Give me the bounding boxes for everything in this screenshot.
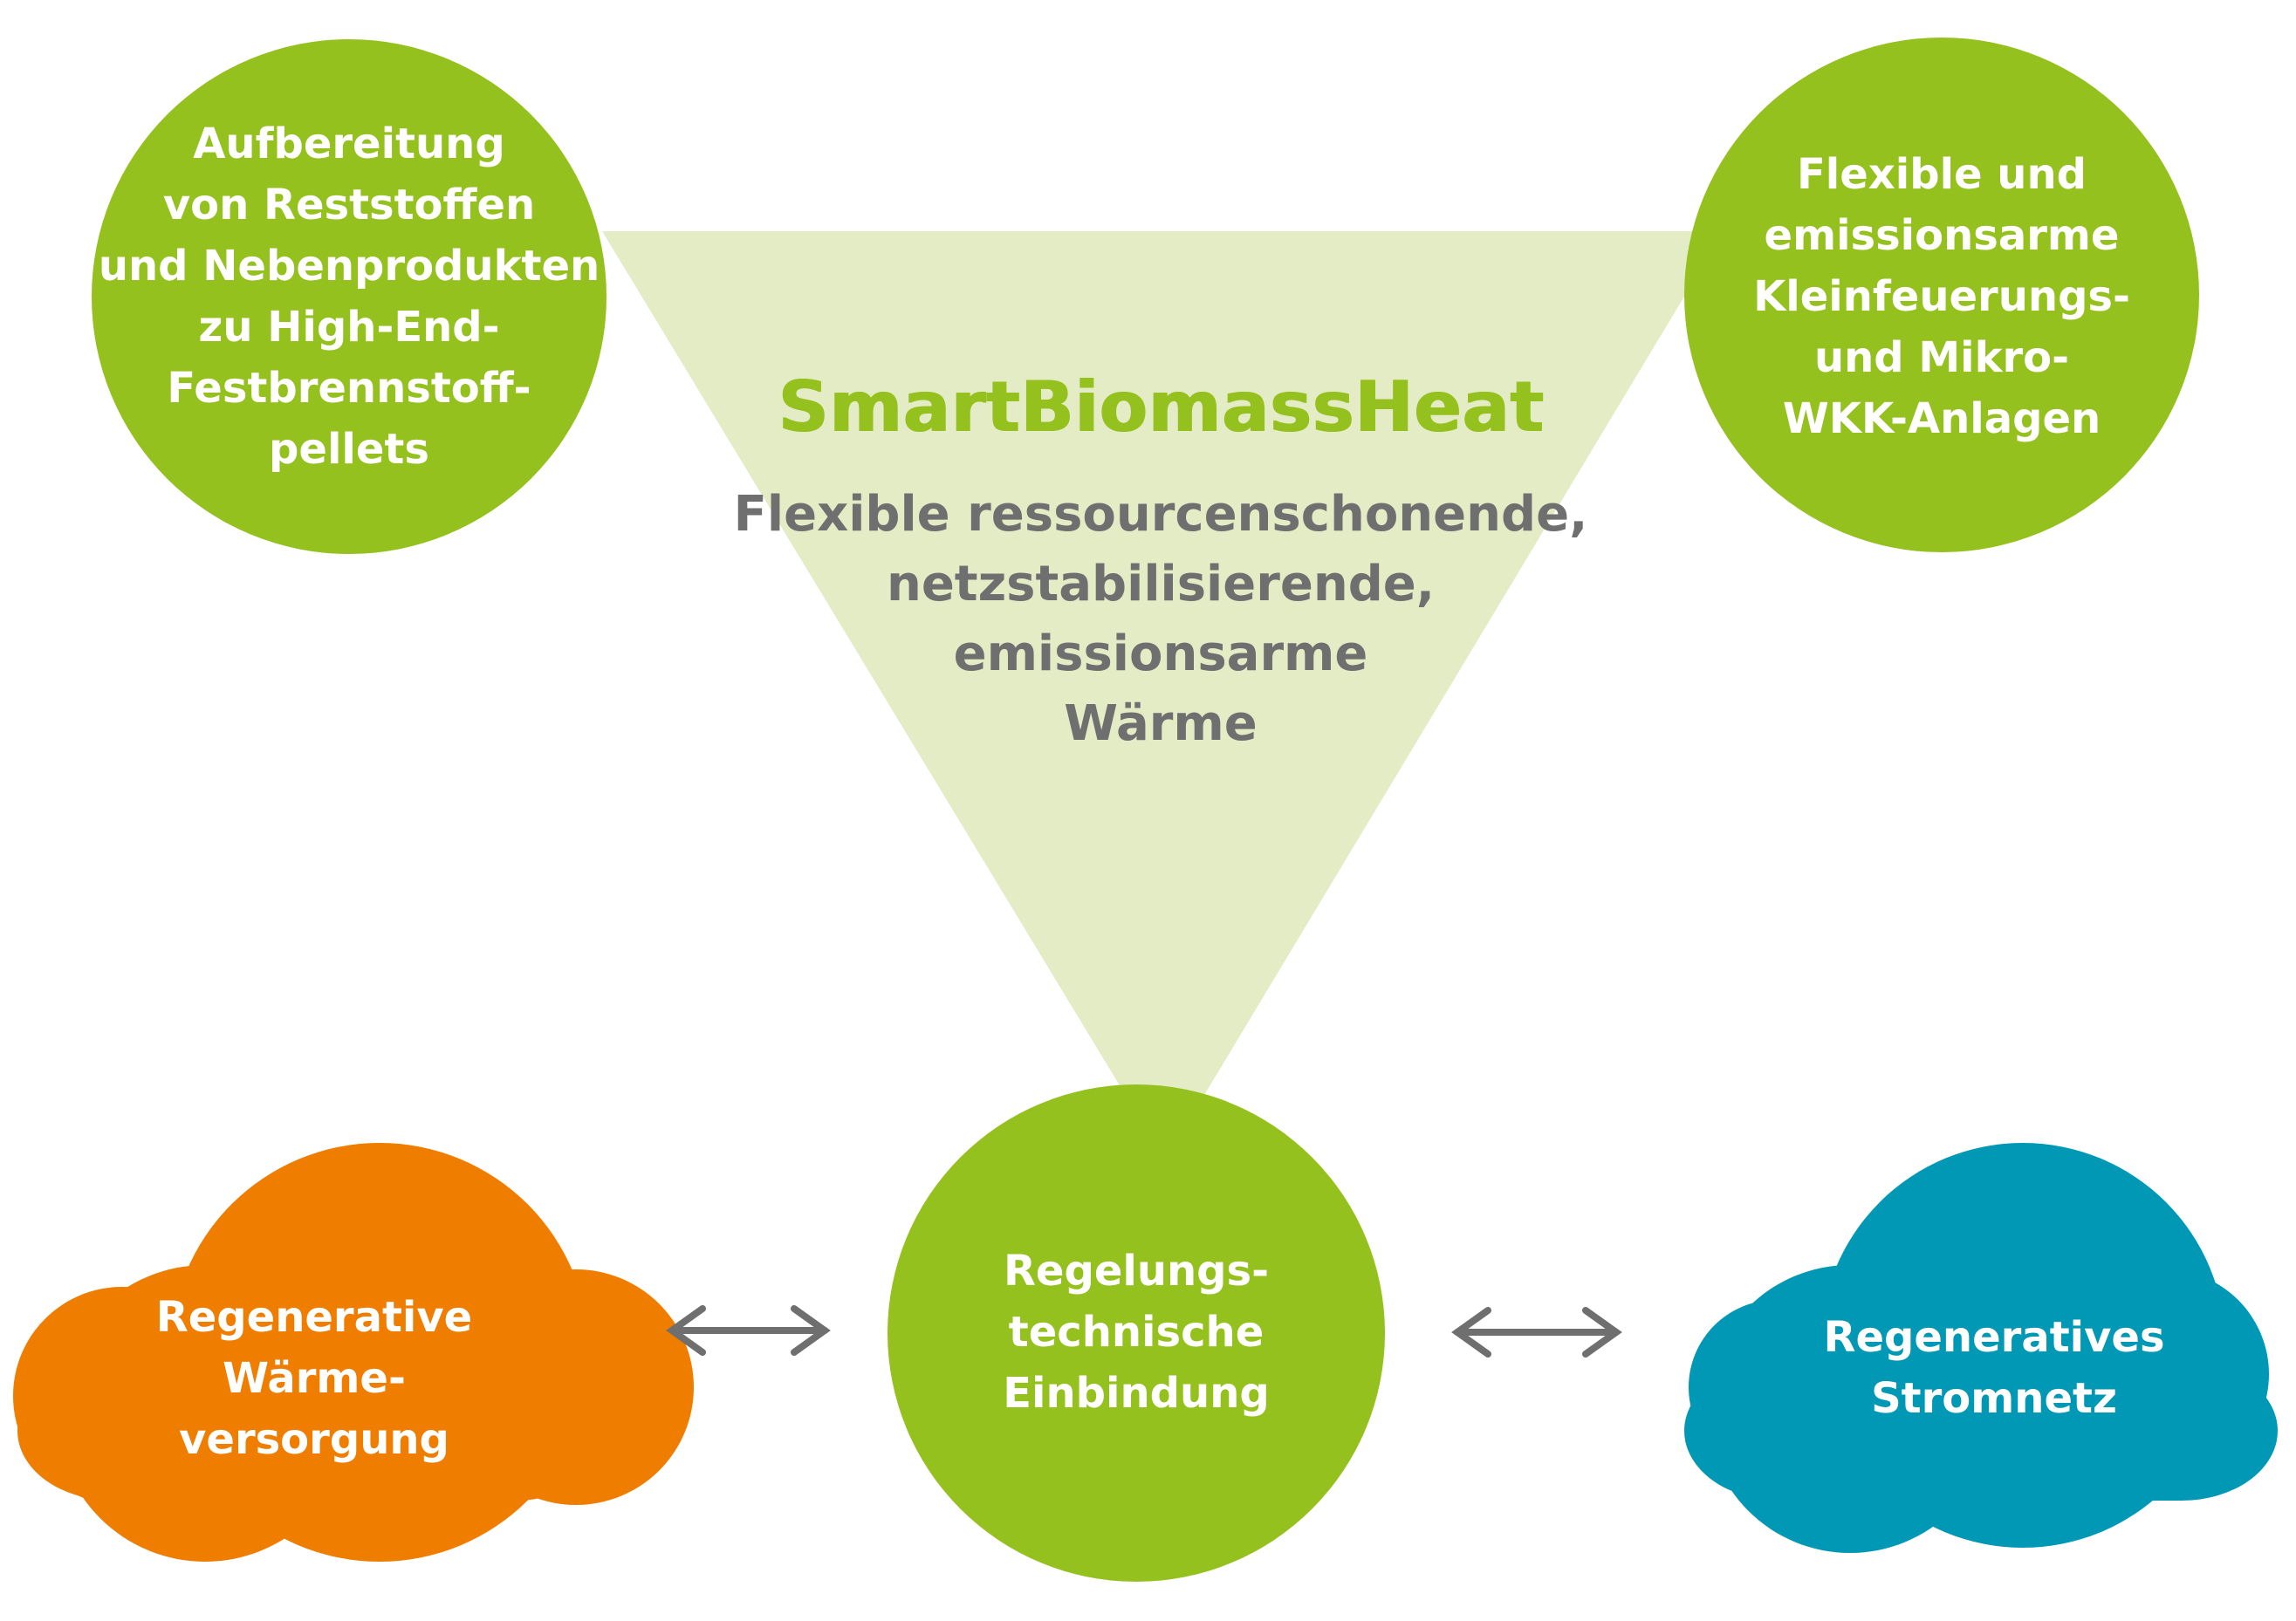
circle-top-left-line-2: von Reststoffen bbox=[162, 181, 536, 229]
circle-top-left-line-6: pellets bbox=[269, 425, 429, 474]
center-line-4: Wärme bbox=[1064, 695, 1258, 752]
circle-bottom bbox=[888, 1084, 1385, 1582]
cloud-left-line-3: versorgung bbox=[179, 1415, 449, 1464]
circle-top-right-label: Flexible und emissionsarme Kleinfeuerung… bbox=[1689, 144, 2195, 449]
circle-top-right-line-1: Flexible und bbox=[1797, 150, 2087, 199]
cloud-right-label: Regeneratives Stromnetz bbox=[1741, 1307, 2247, 1429]
double-arrow-icon-left bbox=[666, 1305, 831, 1356]
cloud-right-line-2: Stromnetz bbox=[1871, 1374, 2117, 1423]
circle-top-right bbox=[1684, 38, 2199, 552]
central-triangle bbox=[602, 231, 1724, 1160]
cloud-left bbox=[13, 1143, 694, 1562]
circle-top-right-line-4: und Mikro- bbox=[1813, 333, 2070, 382]
center-description: Flexible ressourcenschonende, netzstabil… bbox=[724, 480, 1597, 759]
circle-bottom-line-2: technische bbox=[1008, 1308, 1265, 1357]
center-line-1: Flexible ressourcenschonende, bbox=[733, 486, 1588, 543]
diagram-title: SmartBiomassHeat bbox=[777, 366, 1545, 448]
double-arrow-icon-right bbox=[1451, 1307, 1622, 1358]
center-line-2: netzstabilisierende, bbox=[886, 556, 1436, 612]
circle-top-left-line-3: und Nebenprodukten bbox=[98, 242, 600, 291]
circle-top-right-line-3: Kleinfeuerungs- bbox=[1753, 272, 2130, 321]
cloud-left-line-1: Regenerative bbox=[155, 1293, 473, 1342]
circle-top-left-line-5: Festbrennstoff- bbox=[167, 364, 531, 413]
circle-top-left-label: Aufbereitung von Reststoffen und Nebenpr… bbox=[96, 113, 602, 480]
circle-top-right-line-5: WKK-Anlagen bbox=[1782, 394, 2101, 443]
circle-bottom-line-1: Regelungs- bbox=[1003, 1247, 1270, 1296]
cloud-left-label: Regenerative Wärme- versorgung bbox=[61, 1287, 567, 1470]
circle-top-right-line-2: emissionsarme bbox=[1764, 211, 2120, 260]
cloud-right bbox=[1684, 1143, 2278, 1553]
cloud-right-line-1: Regeneratives bbox=[1823, 1313, 2165, 1362]
circle-top-left bbox=[92, 39, 607, 554]
circle-top-left-line-1: Aufbereitung bbox=[193, 120, 505, 168]
cloud-left-line-2: Wärme- bbox=[223, 1354, 406, 1403]
center-line-3: emissionsarme bbox=[953, 626, 1368, 682]
circle-bottom-label: Regelungs- technische Einbindung bbox=[883, 1241, 1389, 1424]
circle-top-left-line-4: zu High-End- bbox=[198, 303, 500, 352]
circle-bottom-line-3: Einbindung bbox=[1003, 1369, 1270, 1418]
